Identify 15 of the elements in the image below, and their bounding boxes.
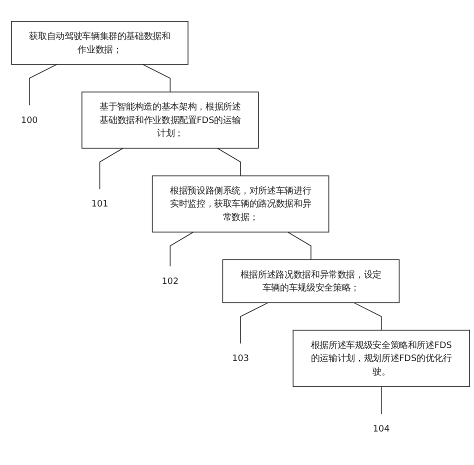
node-text: 103 (232, 352, 249, 364)
node-box: 根据所述车规级安全策略和所述FDS的运输计划，规划所述FDS的优化行驶。 (292, 330, 470, 387)
connector (287, 232, 312, 260)
node-text: 102 (162, 276, 179, 286)
connector (353, 302, 382, 331)
connector (217, 148, 241, 176)
connector (142, 64, 171, 92)
node-text: 100 (20, 114, 38, 125)
node-box: 基于智能构造的基本架构，根据所述基础数据和作业数据配置FDS的运输计划； (82, 91, 259, 149)
node-box: 根据预设路侧系统，对所述车辆进行实时监控，获取车辆的路况数据和异常数据； (152, 175, 330, 232)
node-box: 获取自动驾驶车辆集群的基础数据和作业数据； (11, 20, 188, 65)
connector (380, 386, 382, 414)
node-text: 101 (91, 198, 108, 209)
node-box: 根据所述路况数据和异常数据，设定车辆的车规级安全策略； (222, 259, 400, 303)
node-text: 104 (372, 423, 390, 434)
